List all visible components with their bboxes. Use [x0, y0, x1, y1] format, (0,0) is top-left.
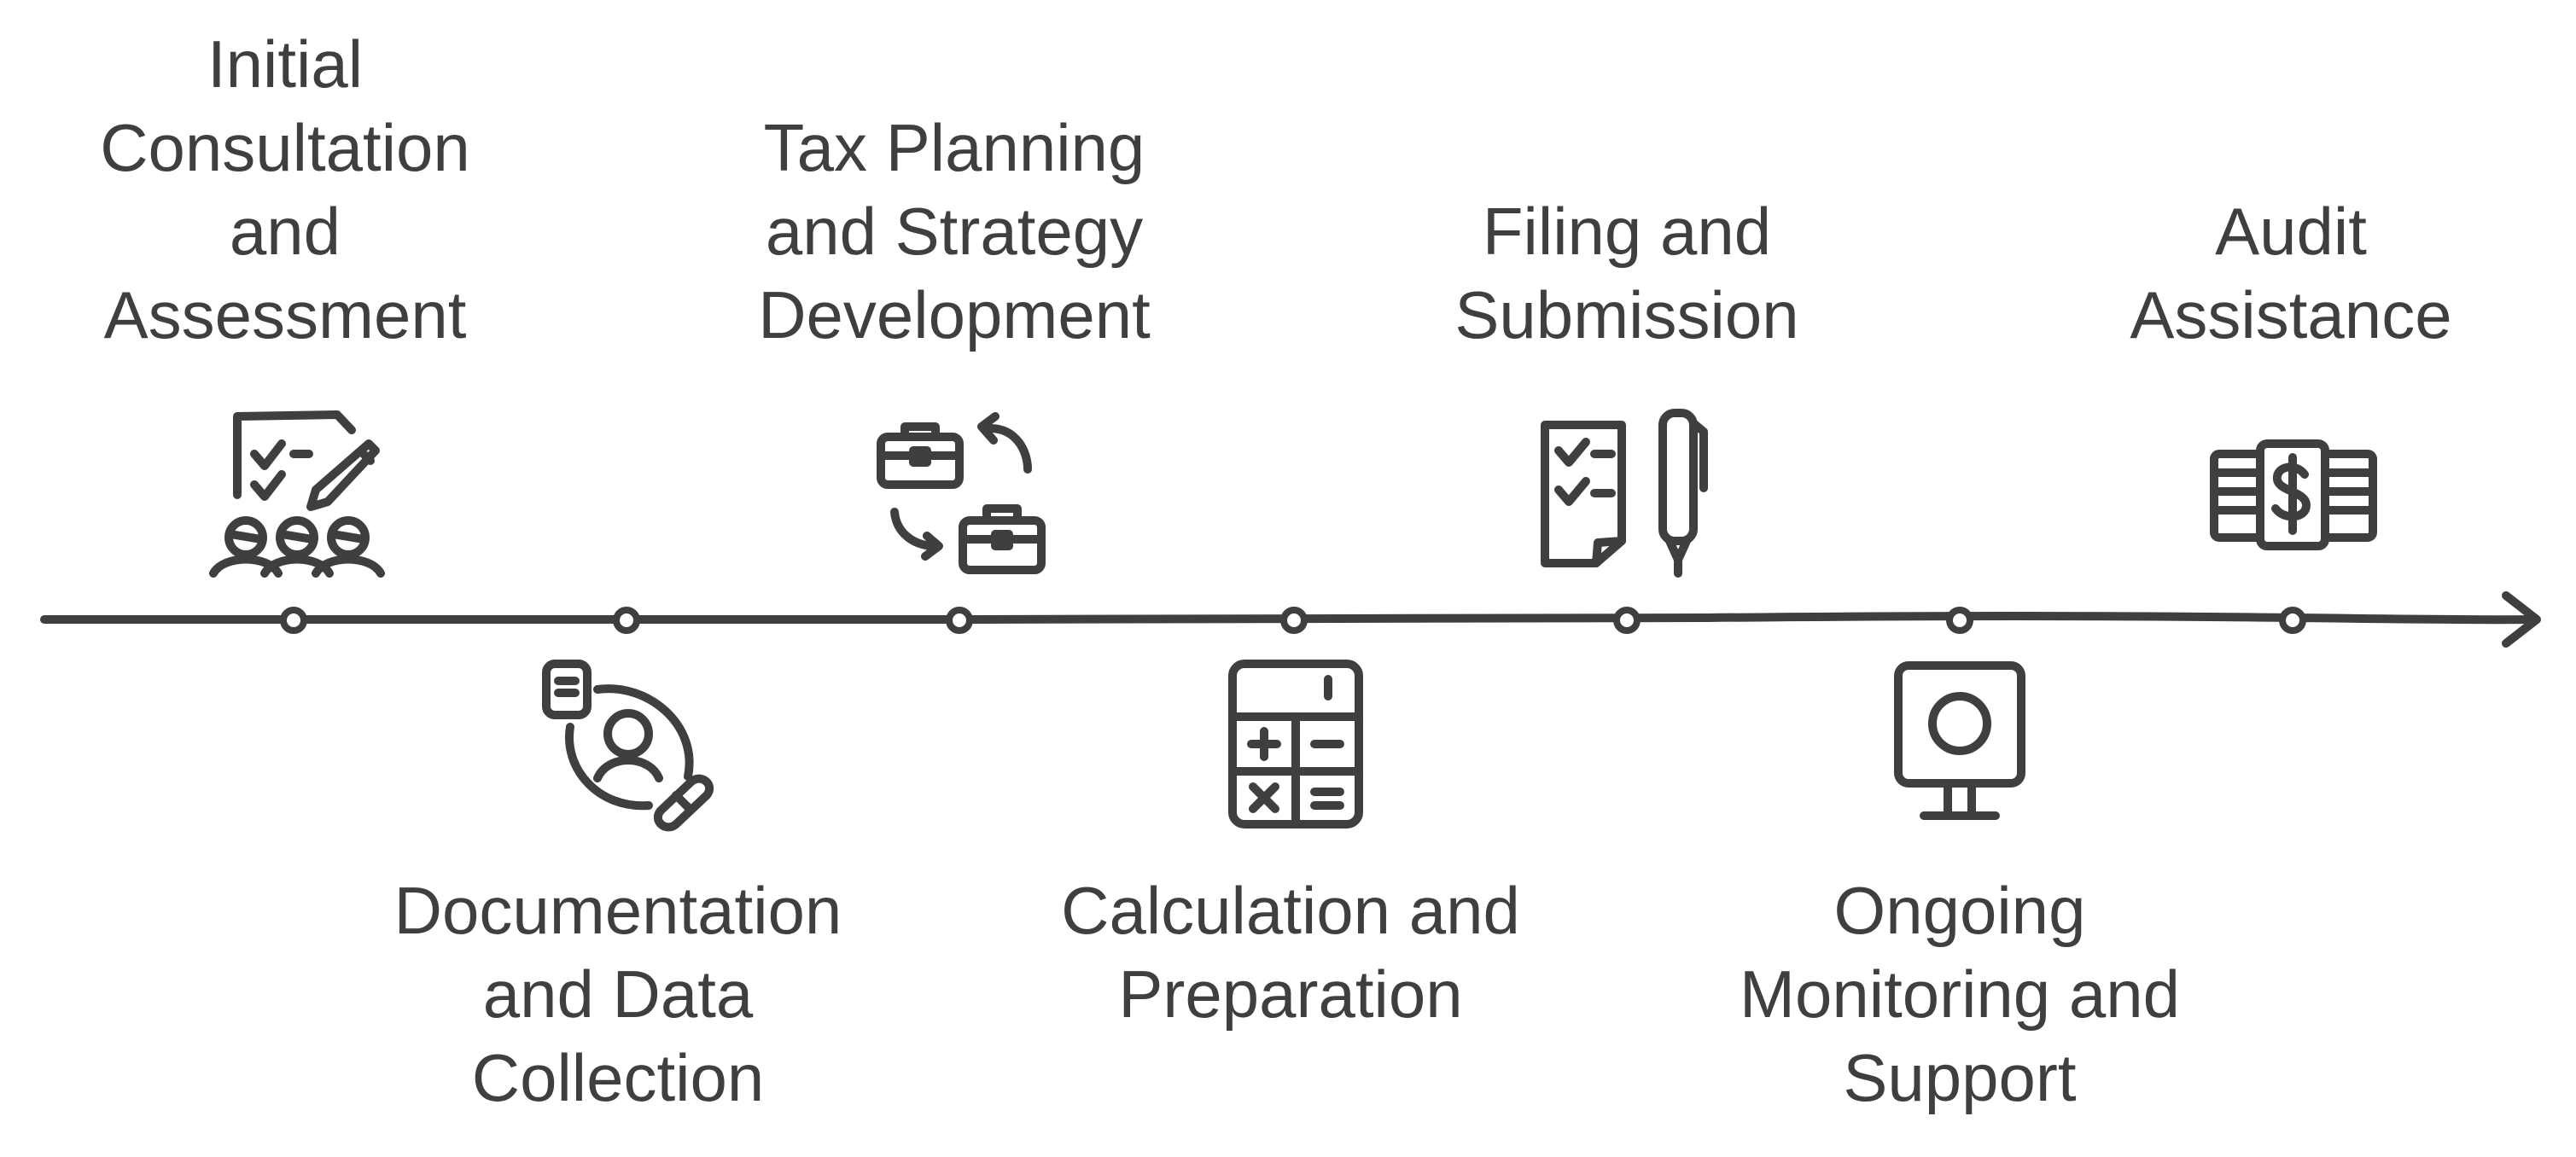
stage-label-audit-assistance: Audit Assistance [2130, 194, 2452, 352]
calculator-icon [1228, 660, 1363, 829]
stage-label-initial-consultation: Initial Consultation and Assessment [100, 26, 470, 352]
stage-label-filing: Filing and Submission [1454, 194, 1799, 352]
stage-label-ongoing-monitoring: Ongoing Monitoring and Support [1740, 873, 2180, 1115]
timeline-axis [40, 591, 2541, 648]
timeline-node-6 [1946, 607, 1973, 634]
money-stack-icon [2210, 439, 2377, 550]
document-person-icon [542, 660, 714, 832]
checklist-people-icon [209, 410, 385, 578]
document-pen-icon [1541, 409, 1708, 578]
timeline-node-1 [280, 607, 307, 634]
timeline-node-7 [2279, 607, 2306, 634]
timeline-node-5 [1613, 607, 1641, 634]
monitor-icon [1894, 661, 2025, 820]
stage-label-documentation: Documentation and Data Collection [393, 873, 842, 1115]
timeline-node-2 [613, 607, 640, 634]
briefcase-exchange-icon [877, 412, 1046, 574]
timeline-node-3 [946, 607, 973, 634]
stage-label-tax-planning: Tax Planning and Strategy Development [758, 110, 1151, 352]
stage-label-calculation: Calculation and Preparation [1061, 873, 1520, 1032]
timeline-node-4 [1280, 607, 1308, 634]
